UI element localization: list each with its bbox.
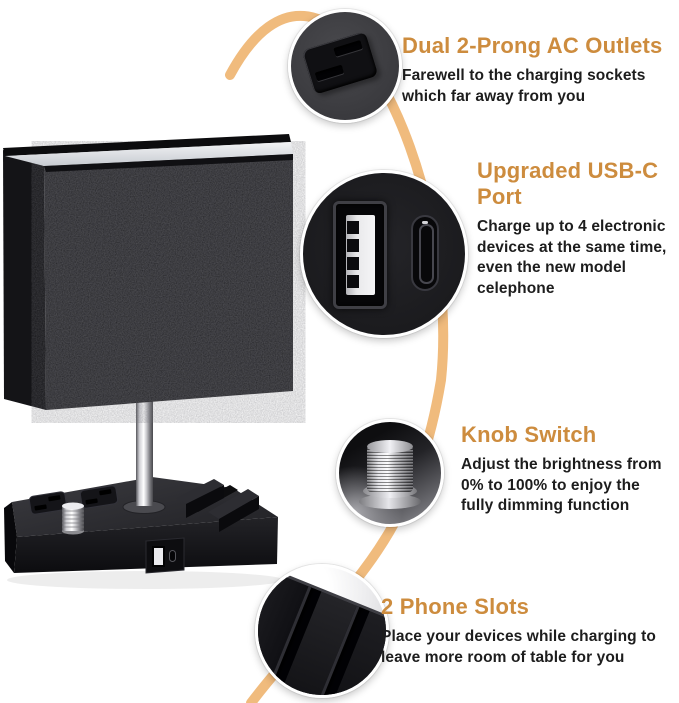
- usb-charging-panel: [145, 537, 185, 574]
- lamp-shade: [3, 134, 293, 410]
- feature-title: Upgraded USB-C Port: [477, 158, 659, 209]
- usb-c-port-icon: [411, 215, 439, 291]
- ac-outlet-right: [79, 485, 119, 509]
- feature-title: Dual 2-Prong AC Outlets: [402, 33, 663, 58]
- phone-slots-photo-circle: [255, 564, 389, 698]
- feature-knob-switch: Knob Switch Adjust the brightness from 0…: [461, 422, 679, 517]
- lamp-pole: [122, 399, 166, 514]
- feature-title: 2 Phone Slots: [381, 594, 530, 619]
- feature-description: Charge up to 4 electronic devices at the…: [477, 217, 667, 298]
- knob-top-cap: [367, 440, 413, 453]
- feature-ac-outlets: Dual 2-Prong AC Outlets Farewell to the …: [402, 33, 679, 107]
- ac-outlet-left: [28, 491, 68, 515]
- feature-usb-c-port: Upgraded USB-C Port Charge up to 4 elect…: [477, 158, 679, 300]
- knob-icon: [367, 446, 413, 492]
- feature-description: Farewell to the charging sockets which f…: [402, 66, 646, 105]
- base-shadow: [7, 571, 283, 589]
- feature-title: Knob Switch: [461, 422, 597, 447]
- knob-photo-circle: [336, 419, 444, 527]
- phone-slot-ridges: [176, 479, 259, 532]
- feature-phone-slots: 2 Phone Slots Place your devices while c…: [381, 594, 679, 668]
- usb-ports-photo-circle: [300, 170, 468, 338]
- feature-description: Place your devices while charging to lea…: [381, 627, 656, 666]
- ac-outlet-icon: [301, 31, 379, 95]
- lamp-base: [4, 477, 278, 574]
- outlet-slot-icon: [314, 64, 345, 82]
- usb-a-port-icon: [333, 201, 387, 309]
- feature-description: Adjust the brightness from 0% to 100% to…: [461, 455, 662, 515]
- usb-a-tongue: [346, 215, 375, 295]
- dimmer-knob: [62, 502, 84, 535]
- ac-outlet-photo-circle: [288, 9, 402, 123]
- knob-base-disc: [359, 494, 421, 509]
- outlet-slot-icon: [333, 40, 363, 57]
- phone-slots-icon: [258, 568, 386, 695]
